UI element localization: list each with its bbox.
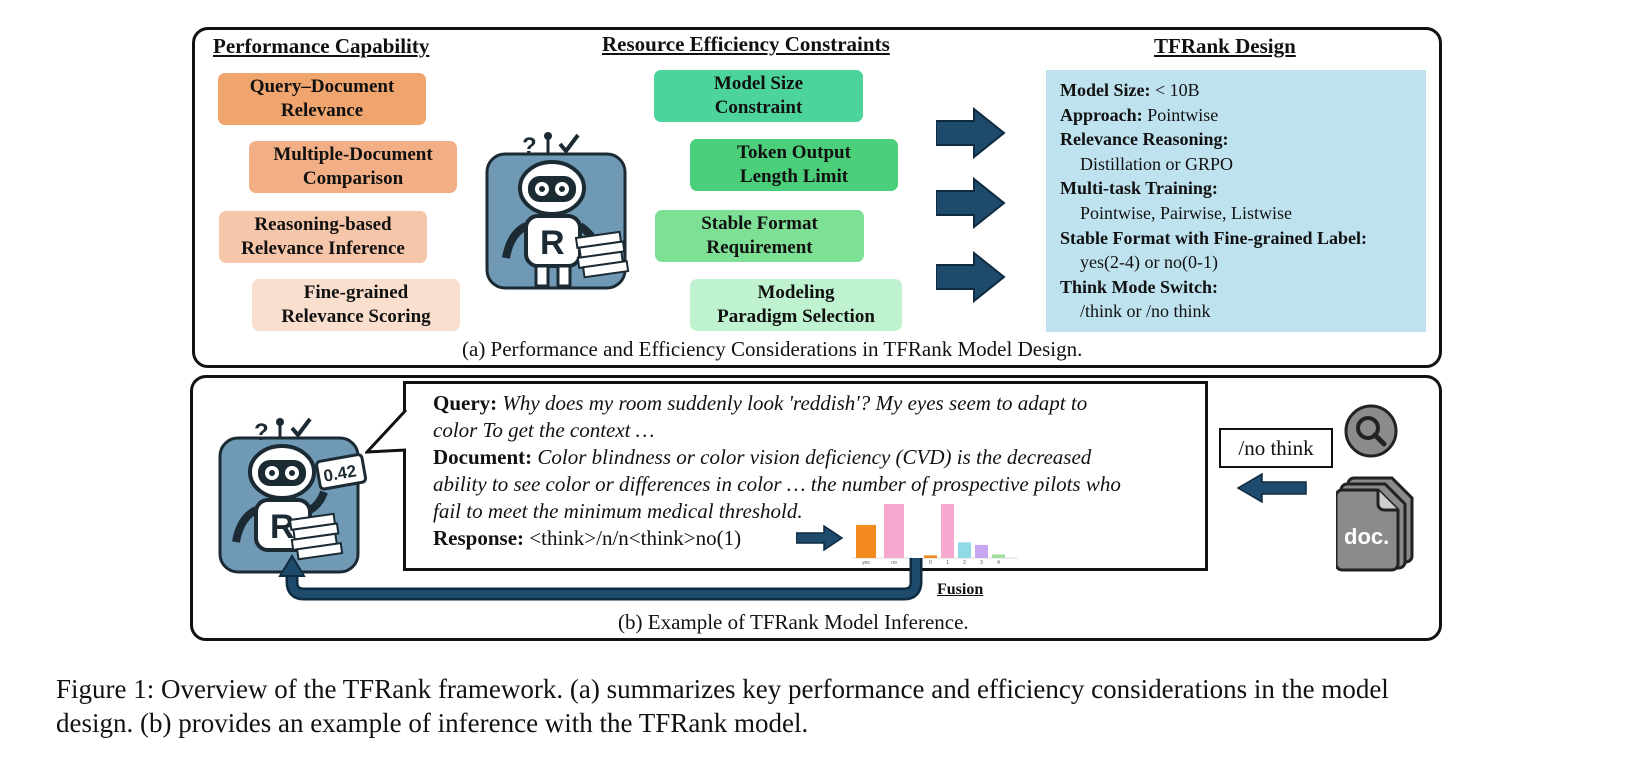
query-line1: Why does my room suddenly look 'reddish'…	[497, 391, 1088, 415]
panel-b-caption: (b) Example of TFRank Model Inference.	[618, 610, 969, 634]
query-label: Query:	[433, 391, 498, 415]
reasoning-value: Distillation or GRPO	[1080, 153, 1234, 174]
document-label: Document:	[433, 445, 533, 469]
doc-icon-text: doc.	[1344, 524, 1389, 549]
score-badge: 0.42	[315, 453, 368, 491]
arrow-left-icon	[1236, 473, 1307, 503]
perf-line1: Fine-grained	[303, 282, 409, 303]
query-text-line2: color To get the context …	[433, 417, 654, 444]
query-text: Query: Why does my room suddenly look 'r…	[433, 390, 1087, 417]
think-label: Think Mode Switch:	[1060, 276, 1219, 297]
approach-value: Pointwise	[1142, 104, 1219, 125]
perf-line1: Query–Document	[249, 76, 395, 97]
model-size-value: < 10B	[1150, 80, 1200, 100]
document-stack-icon: doc.	[1336, 476, 1414, 572]
tick-label-3: 3	[980, 560, 983, 566]
res-line2: Requirement	[706, 237, 813, 258]
perf-line2: Relevance	[280, 100, 364, 121]
approach-label: Approach:	[1060, 104, 1143, 125]
tick-label-2: 2	[963, 560, 966, 566]
document-line1: Color blindness or color vision deficien…	[532, 445, 1092, 469]
perf-line1: Multiple-Document	[273, 144, 433, 165]
no-think-box: /no think	[1219, 428, 1333, 468]
tick-label-no: no	[891, 560, 897, 566]
perf-line1: Reasoning-based	[254, 214, 392, 235]
res-line1: Stable Format	[701, 213, 818, 234]
figure-caption-line1: Figure 1: Overview of the TFRank framewo…	[56, 674, 1389, 704]
tick-label-4: 4	[997, 560, 1000, 566]
bar-no	[884, 504, 904, 558]
bar-1	[941, 504, 954, 558]
response-text: Response: <think>/n/n<think>no(1)	[433, 525, 741, 552]
fusion-label: Fusion	[937, 581, 984, 598]
resource-efficiency-heading: Resource Efficiency Constraints	[602, 32, 890, 56]
response-label: Response:	[433, 526, 525, 550]
bar-0	[924, 555, 937, 558]
res-line1: Model Size	[713, 73, 804, 94]
panel-a-caption: (a) Performance and Efficiency Considera…	[462, 337, 1083, 361]
tick-label-1: 1	[946, 560, 949, 566]
res-line1: Token Output	[737, 142, 851, 163]
figure-caption-line2: design. (b) provides an example of infer…	[56, 708, 809, 738]
res-line2: Constraint	[714, 97, 803, 118]
figure-caption: Figure 1: Overview of the TFRank framewo…	[56, 672, 1576, 740]
arrow-right-icon	[936, 177, 1006, 229]
performance-capability-heading: Performance Capability	[213, 34, 430, 58]
perf-line2: Relevance Inference	[241, 238, 405, 259]
feedback-arrow	[278, 554, 923, 601]
tick-label-0: 0	[929, 560, 932, 566]
tfrank-design-heading: TFRank Design	[1154, 34, 1296, 58]
tick-label-yes: yes	[862, 560, 870, 566]
robot-illustration-a: ? R	[485, 132, 630, 290]
response-value: <think>/n/n<think>no(1)	[524, 526, 742, 550]
bar-2	[958, 542, 971, 558]
res-line1: Modeling	[757, 282, 835, 303]
bar-3	[975, 544, 988, 558]
bar-4	[992, 554, 1005, 558]
search-icon	[1344, 404, 1398, 458]
format-label: Stable Format with Fine-grained Label:	[1060, 227, 1367, 248]
model-size-label: Model Size:	[1060, 80, 1151, 100]
robot-letter-a: R	[540, 224, 565, 262]
query-line2: color To get the context …	[433, 418, 655, 442]
svg-text:?: ?	[254, 419, 269, 446]
speech-bubble-tail	[365, 408, 408, 454]
document-text-line2: ability to see color or differences in c…	[433, 471, 1121, 498]
no-think-text: /no think	[1238, 435, 1314, 460]
document-text-line3: fail to meet the minimum medical thresho…	[433, 498, 803, 525]
tfrank-design-box: Model Size: < 10B Approach: Pointwise Re…	[1046, 70, 1426, 332]
multitask-label: Multi-task Training:	[1060, 178, 1218, 199]
perf-line2: Relevance Scoring	[281, 306, 431, 327]
robot-illustration-b: ? R 0.42	[218, 417, 368, 574]
think-value: /think or /no think	[1080, 301, 1211, 322]
arrow-right-icon	[796, 525, 844, 551]
format-value: yes(2-4) or no(0-1)	[1080, 252, 1218, 273]
arrow-right-icon	[936, 107, 1006, 159]
document-line3: fail to meet the minimum medical thresho…	[433, 499, 803, 523]
yes-no-bar-chart: yes no	[852, 504, 912, 566]
perf-line2: Comparison	[302, 168, 404, 189]
reasoning-label: Relevance Reasoning:	[1060, 129, 1229, 150]
document-line2: ability to see color or differences in c…	[433, 472, 1121, 496]
res-line2: Paradigm Selection	[717, 306, 875, 327]
multitask-value: Pointwise, Pairwise, Listwise	[1080, 202, 1292, 223]
svg-text:?: ?	[522, 133, 537, 160]
score-bar-chart: 0 1 2 3 4	[922, 504, 1018, 566]
arrow-right-icon	[936, 251, 1006, 303]
document-text: Document: Color blindness or color visio…	[433, 444, 1091, 471]
bar-yes	[856, 524, 876, 558]
res-line2: Length Limit	[739, 166, 849, 187]
